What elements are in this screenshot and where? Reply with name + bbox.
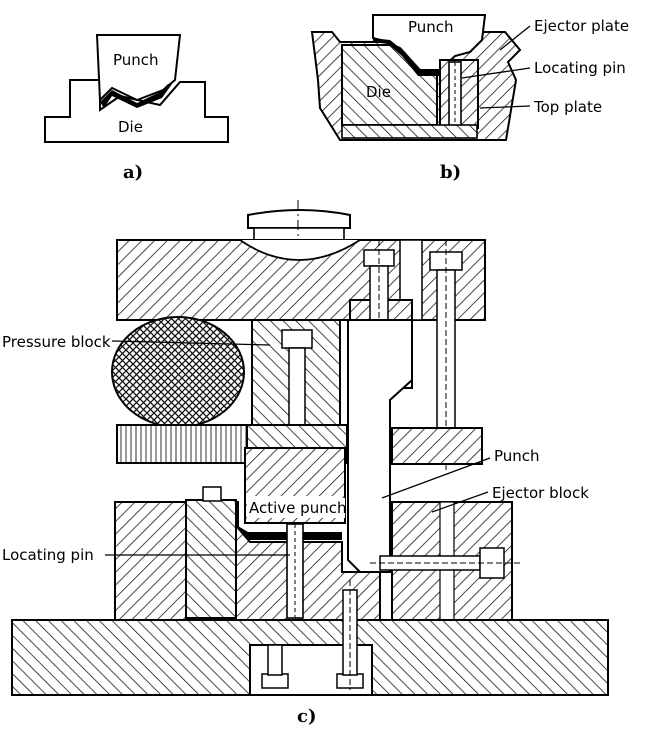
die-label-b: Die <box>366 83 391 101</box>
leader-punch-c <box>381 457 491 499</box>
die-label-a: Die <box>118 118 143 136</box>
sheet-metal-b <box>373 38 458 76</box>
leader-pressure-block <box>111 340 271 346</box>
caption-c: c) <box>297 706 316 727</box>
sheet-metal-a <box>100 84 172 108</box>
ejector-plate-label: Ejector plate <box>534 17 629 35</box>
middle-plate-right <box>391 427 483 465</box>
caption-a: a) <box>123 162 143 183</box>
leader-locating-pin-b <box>461 67 531 79</box>
pressure-block-label: Pressure block <box>2 333 111 351</box>
figure-b: Punch Die Ejector plate Locating pin Top… <box>310 14 629 183</box>
locating-pin-label-c: Locating pin <box>2 546 94 564</box>
punch-label-c: Punch <box>494 447 540 465</box>
leader-ejector-block <box>431 491 489 513</box>
punch-label-a: Punch <box>113 51 159 69</box>
figure-c: Pressure block Punch Ejector block Activ… <box>2 200 609 727</box>
punch-label-b: Punch <box>408 18 454 36</box>
pressure-block <box>111 316 245 428</box>
ejector-block-label: Ejector block <box>492 484 589 502</box>
locating-pin-label-b: Locating pin <box>534 59 626 77</box>
figure-a: Punch Die a) <box>44 34 229 183</box>
leader-ejector-plate <box>499 25 531 51</box>
punch-a <box>95 34 182 103</box>
shank-knob <box>247 209 351 229</box>
middle-plate-left <box>116 424 248 464</box>
caption-b: b) <box>440 162 461 183</box>
active-punch-label: Active punch <box>249 499 346 517</box>
punch-c <box>347 319 413 573</box>
die-insert-left <box>185 499 237 619</box>
top-plate-b <box>341 124 478 139</box>
die-body-a <box>44 79 229 143</box>
leader-top-plate <box>479 105 531 109</box>
top-plate-label: Top plate <box>533 98 602 116</box>
